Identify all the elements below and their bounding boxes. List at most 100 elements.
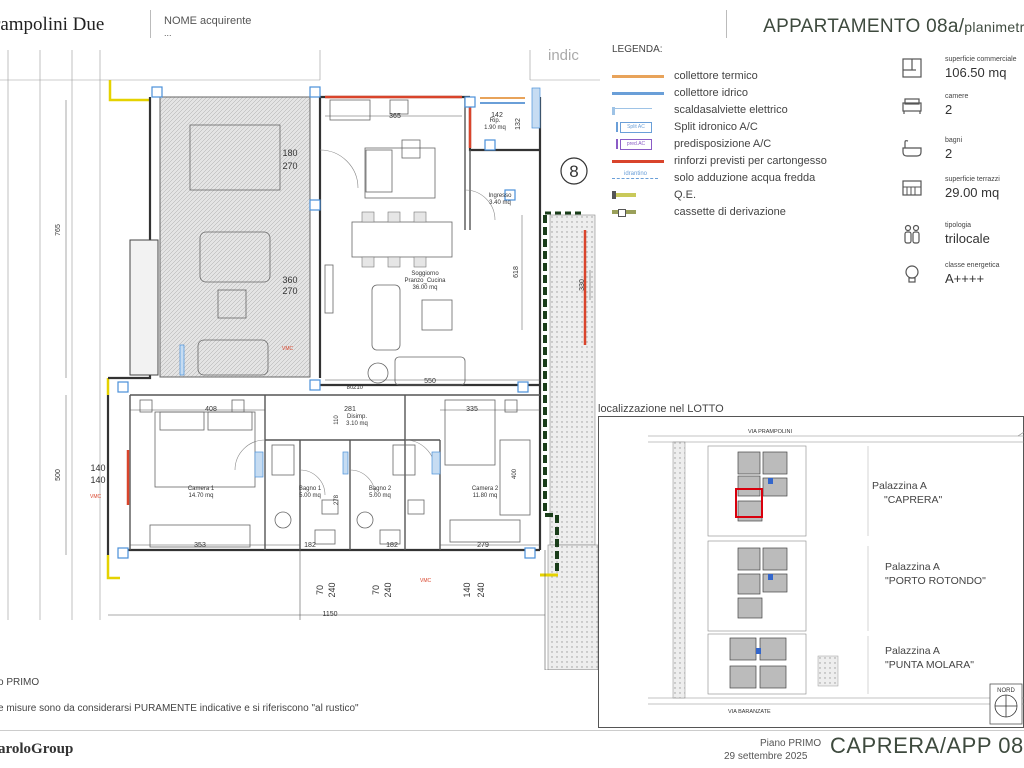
building-label-punta-molara: Palazzina A "PUNTA MOLARA" (885, 644, 974, 672)
spec-value: 106.50 mq (945, 65, 1007, 80)
legend-item-label: collettore idrico (674, 86, 748, 99)
dim-270a: 270 (282, 161, 297, 171)
building-porto-sub: "PORTO ROTONDO" (885, 575, 986, 587)
legend-item: scaldasalviette elettrico (612, 101, 788, 118)
room-area-camera1: 14.70 mq (188, 493, 213, 499)
bulb-icon (902, 264, 922, 284)
room-area-soggiorno: 36.00 mq (412, 285, 437, 291)
floor-note: o PRIMO (0, 677, 40, 688)
dim-132: 132 (515, 118, 522, 130)
legend-item-label: scaldasalviette elettrico (674, 103, 788, 116)
brand-logo: aroloGroup (0, 741, 74, 757)
dim-335: 335 (466, 406, 478, 413)
building-caprera-sub: "CAPRERA" (884, 494, 943, 506)
dim-500: 500 (55, 469, 62, 481)
dim-140b: 140 (90, 475, 105, 485)
dim-210: 210 (353, 385, 364, 391)
room-area-bagno2: 5.00 mq (369, 493, 391, 499)
unit-number: 8 (569, 162, 578, 181)
legend-item: rinforzi previsti per cartongesso (612, 152, 827, 169)
orange-line-icon (612, 71, 664, 81)
dim-140a: 140 (90, 463, 105, 473)
room-name-soggiorno-1: Soggiorno (411, 271, 439, 277)
spec-value: A++++ (945, 271, 985, 286)
room-name-camera1: Camera 1 (188, 486, 215, 492)
building-label-caprera: Palazzina A "CAPRERA" (872, 479, 942, 507)
dim-142: 142 (491, 112, 503, 119)
footer-date: 29 settembre 2025 (724, 751, 808, 762)
building-label-porto-rotondo: Palazzina A "PORTO ROTONDO" (885, 560, 986, 588)
floorplan-icon (902, 58, 922, 78)
legend-item: cassette di derivazione (612, 203, 786, 220)
vmc-label-1: VMC (282, 346, 294, 352)
spec-item: tipologia trilocale (902, 222, 1024, 262)
footer-floor: Piano PRIMO (760, 738, 822, 749)
spec-label: bagni (945, 137, 963, 144)
red-line-icon (612, 156, 664, 166)
apartment-subtitle: planimetri (964, 19, 1024, 35)
apartment-title-main: APPARTAMENTO 08a/ (763, 16, 965, 37)
room-name-bagno2: Bagno 2 (369, 486, 392, 492)
dim-240a: 240 (327, 582, 337, 597)
room-area-rip: 1.90 mq (484, 125, 506, 131)
dim-765: 765 (55, 224, 62, 236)
legend-item-label: Split idronico A/C (674, 120, 758, 133)
room-area-disimp: 3.10 mq (346, 421, 368, 427)
dim-110: 110 (334, 415, 340, 425)
terrace-icon (902, 178, 922, 198)
location-map: VIA PRAMPOLINI VIA BARANZATE NORD (598, 416, 1024, 728)
spec-value: 2 (945, 102, 953, 117)
legend-title: LEGENDA: (612, 44, 663, 55)
dim-330: 330 (579, 279, 586, 291)
dim-360: 360 (282, 275, 297, 285)
bed-icon (902, 95, 922, 115)
legend-item: pred.AC predisposizione A/C (612, 135, 771, 152)
buyer-label: NOME acquirente (164, 15, 252, 27)
room-name-bagno1: Bagno 1 (299, 486, 322, 492)
dim-240b: 240 (383, 582, 393, 597)
spec-item: superficie commerciale 106.50 mq (902, 56, 1024, 96)
split-ac-icon: Split AC (612, 121, 664, 133)
spec-label: tipologia (945, 222, 972, 229)
header-divider (150, 10, 151, 38)
towel-heater-icon (612, 105, 664, 115)
dim-140c: 140 (462, 582, 472, 597)
dim-270b: 270 (282, 286, 297, 296)
project-title: rampolini Due (0, 14, 105, 35)
floor-plan: 8 indic Soggiorno Pranzo_Cucina 36.00 mq… (0, 47, 600, 670)
room-name-soggiorno-2: Pranzo_Cucina (404, 278, 446, 284)
vmc-label-2: VMC (90, 494, 102, 500)
building-caprera-name: Palazzina A (872, 480, 927, 492)
dim-278: 278 (334, 494, 340, 505)
spec-item: classe energetica A++++ (902, 262, 1024, 302)
pred-ac-icon: pred.AC (612, 138, 664, 150)
spec-item: superficie terrazzi 29.00 mq (902, 176, 1024, 216)
building-punta-name: Palazzina A (885, 645, 940, 657)
spec-label: classe energetica (945, 262, 1000, 269)
buyer-value: ... (164, 28, 172, 38)
spec-value: trilocale (945, 231, 990, 246)
legend-item-label: collettore termico (674, 69, 758, 82)
people-icon (902, 224, 922, 244)
room-name-ingresso: Ingresso (488, 193, 512, 199)
room-name-rip: Rip. (490, 118, 501, 124)
room-area-ingresso: 3.40 mq (489, 200, 511, 206)
legend-item: collettore termico (612, 67, 758, 84)
dim-70a: 70 (315, 585, 325, 595)
room-area-camera2: 11.80 mq (473, 493, 498, 499)
spec-value: 29.00 mq (945, 185, 1000, 200)
dim-180: 180 (282, 148, 297, 158)
dim-400: 400 (512, 468, 518, 479)
dim-281: 281 (344, 406, 356, 413)
spec-label: superficie commerciale (945, 56, 1017, 63)
dim-182b: 182 (386, 542, 398, 549)
dim-618: 618 (513, 266, 520, 278)
header-divider-right (726, 10, 727, 38)
legend-item-label: predisposizione A/C (674, 137, 772, 150)
legend-item: Split AC Split idronico A/C (612, 118, 758, 135)
legend-item-label: rinforzi previsti per cartongesso (674, 154, 827, 167)
room-name-camera2: Camera 2 (472, 486, 499, 492)
terrace-area (159, 96, 311, 378)
dim-365: 365 (389, 113, 401, 120)
